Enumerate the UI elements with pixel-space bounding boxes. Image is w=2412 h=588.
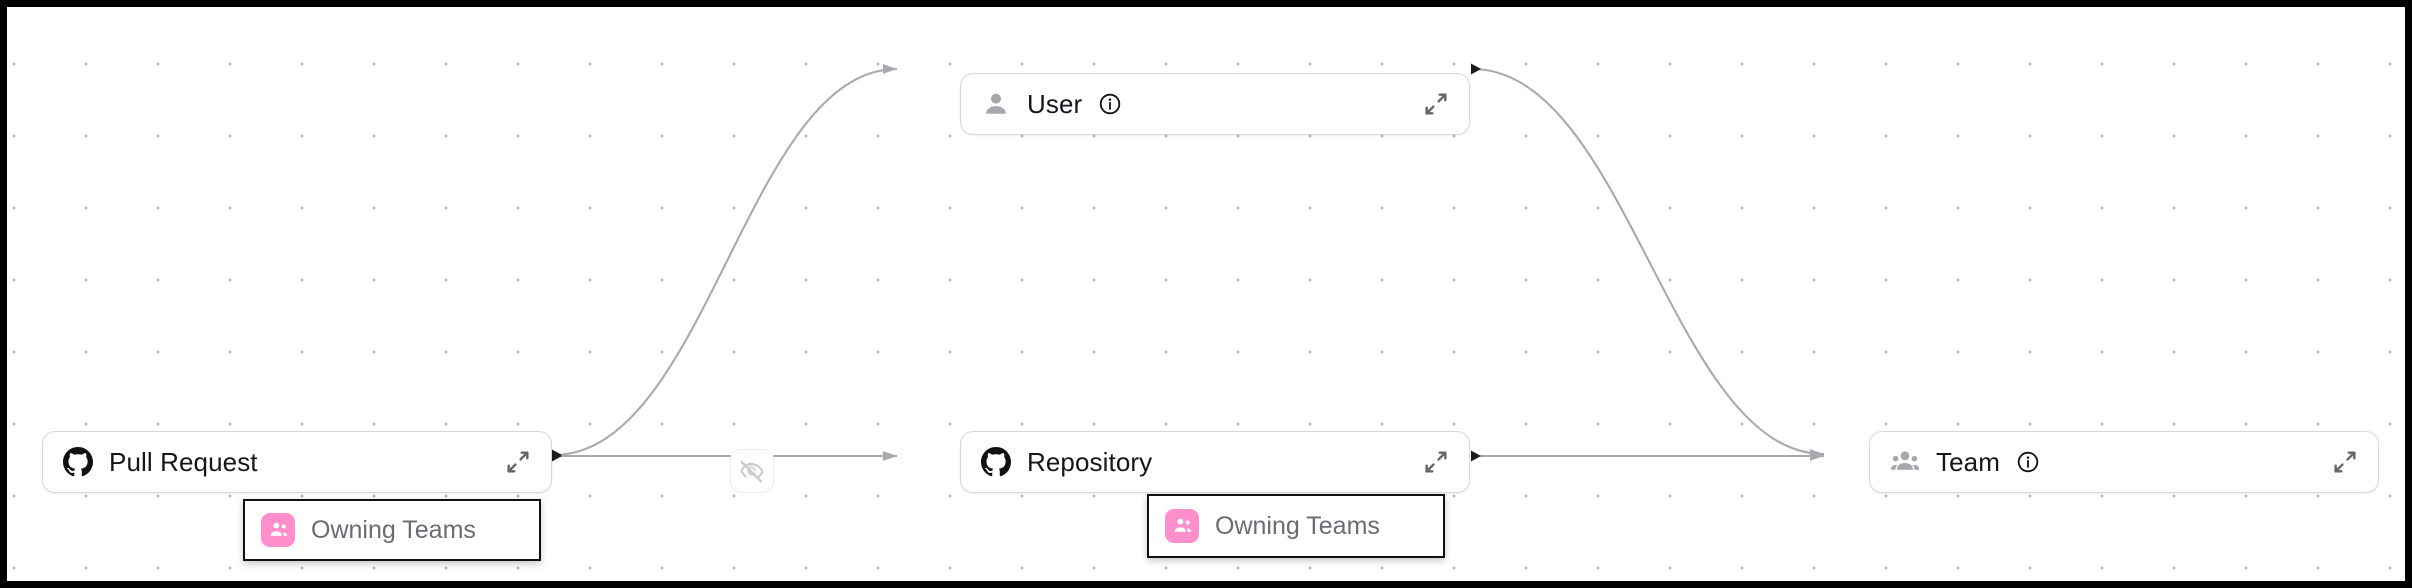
github-icon (981, 447, 1011, 477)
eye-off-glyph (740, 460, 764, 483)
node-label: Repository (1027, 446, 1153, 477)
attribute-chip-label: Owning Teams (311, 515, 476, 544)
node-user[interactable]: User (960, 73, 1470, 135)
attribute-chip-owning-teams[interactable]: Owning Teams (1147, 494, 1445, 558)
node-team[interactable]: Team (1869, 431, 2379, 493)
people-group-icon (1165, 509, 1199, 543)
github-icon (63, 447, 93, 477)
attribute-chip-label: Owning Teams (1215, 511, 1380, 540)
node-label: User (1027, 88, 1083, 119)
people-group-icon (261, 513, 295, 547)
node-label: Pull Request (109, 446, 258, 477)
info-icon[interactable] (1098, 92, 1122, 116)
node-repository[interactable]: Repository (960, 431, 1470, 493)
attribute-chip-owning-teams[interactable]: Owning Teams (243, 499, 541, 561)
info-icon[interactable] (2016, 450, 2040, 474)
expand-diagonal-icon[interactable] (1421, 89, 1451, 119)
node-label: Team (1936, 446, 2000, 477)
expand-diagonal-icon[interactable] (503, 447, 533, 477)
expand-diagonal-icon[interactable] (1421, 447, 1451, 477)
people-group-icon (1890, 447, 1920, 477)
expand-diagonal-icon[interactable] (2330, 447, 2360, 477)
eye-off-icon[interactable] (730, 449, 774, 493)
person-icon (981, 89, 1011, 119)
node-pull-request[interactable]: Pull Request (42, 431, 552, 493)
